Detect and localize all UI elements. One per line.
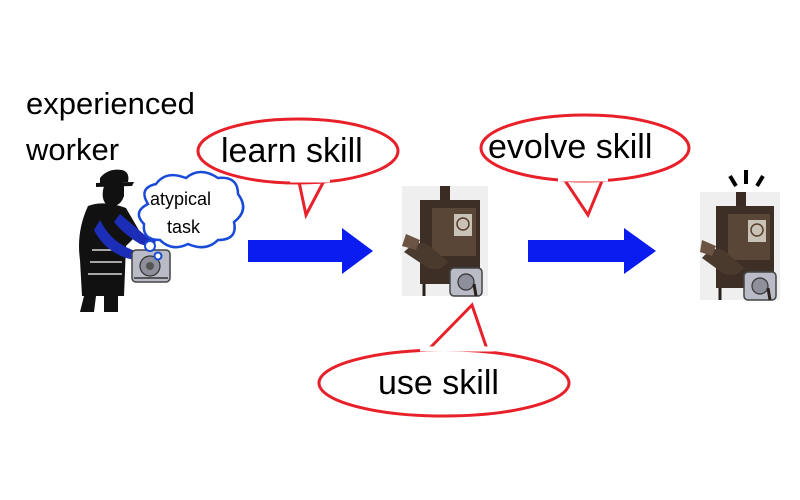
engine-part-icon <box>131 249 171 283</box>
learn-skill-bubble <box>196 117 400 220</box>
thought-cloud <box>137 170 245 261</box>
robot-arm-evolved-icon <box>700 192 780 301</box>
worker-label-line2: worker <box>26 132 120 167</box>
use-skill-bubble <box>317 302 571 418</box>
use-skill-label: use skill <box>378 364 499 402</box>
thought-text-line2: task <box>167 217 201 237</box>
emphasis-marks-icon <box>728 170 765 188</box>
evolve-skill-bubble <box>479 113 691 219</box>
right-arrow-icon <box>528 228 656 274</box>
worker-silhouette-icon <box>79 169 171 312</box>
right-arrow-icon <box>248 228 373 274</box>
worker-label-line1: experienced <box>26 86 195 121</box>
robot-arm-icon <box>402 186 488 297</box>
thought-text-line1: atypical <box>150 189 212 209</box>
evolve-skill-label: evolve skill <box>488 128 653 166</box>
learn-skill-label: learn skill <box>221 132 363 170</box>
